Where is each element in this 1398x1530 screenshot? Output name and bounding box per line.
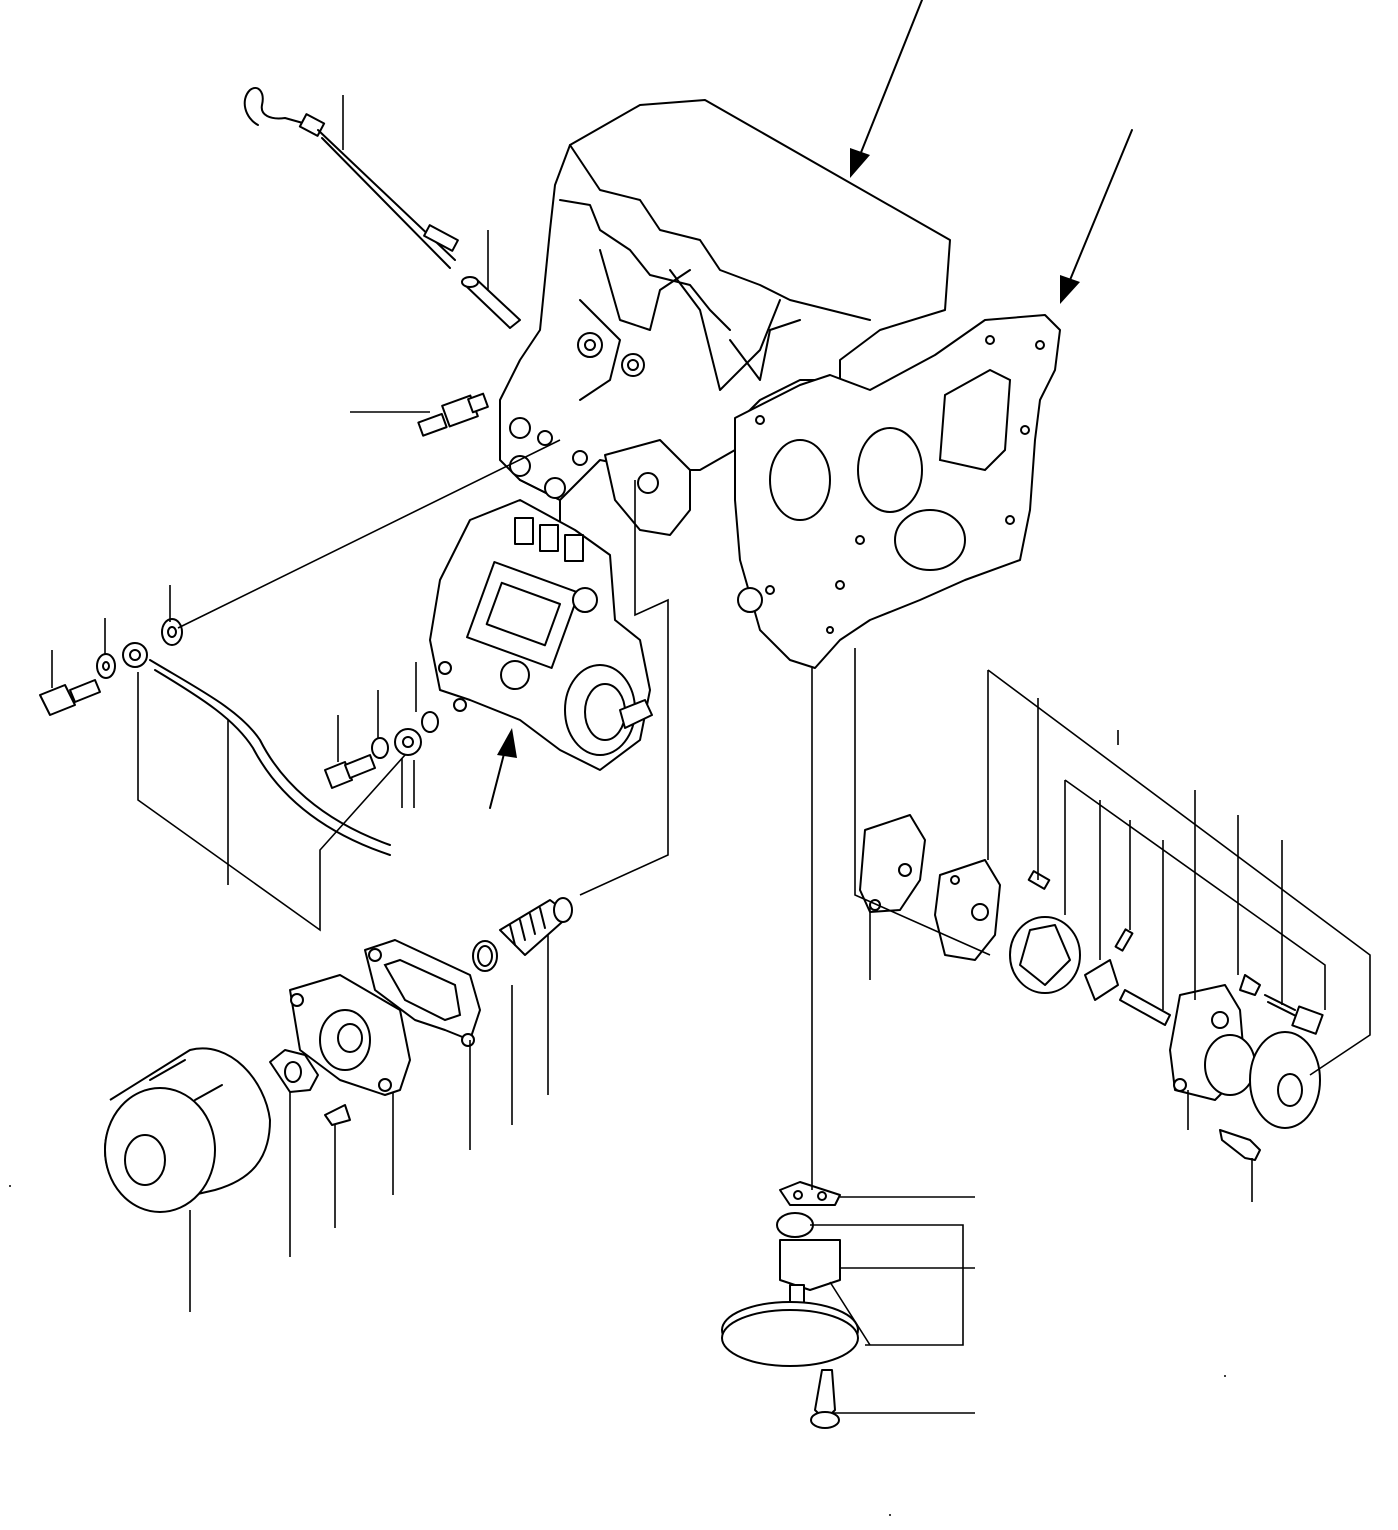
oil-pipe (122, 642, 422, 856)
filter-head (269, 974, 411, 1126)
oil-dipstick (243, 86, 459, 269)
oil-pressure-switch (417, 392, 489, 437)
filter-gasket (364, 939, 481, 1047)
oil-strainer (721, 1181, 859, 1429)
dipstick-guide (461, 276, 521, 329)
oil-pump-group (859, 814, 1324, 1161)
direction-arrows (489, 0, 1133, 809)
leader-lines (51, 95, 1371, 1414)
pump-gasket (604, 439, 691, 536)
banjo-bolts (39, 618, 439, 789)
stray-marks (9, 1185, 1226, 1516)
oil-filter (104, 1047, 271, 1213)
relief-valve (499, 897, 573, 956)
front-plate (734, 314, 1061, 669)
injection-pump (429, 499, 653, 771)
engine-block (499, 99, 951, 561)
